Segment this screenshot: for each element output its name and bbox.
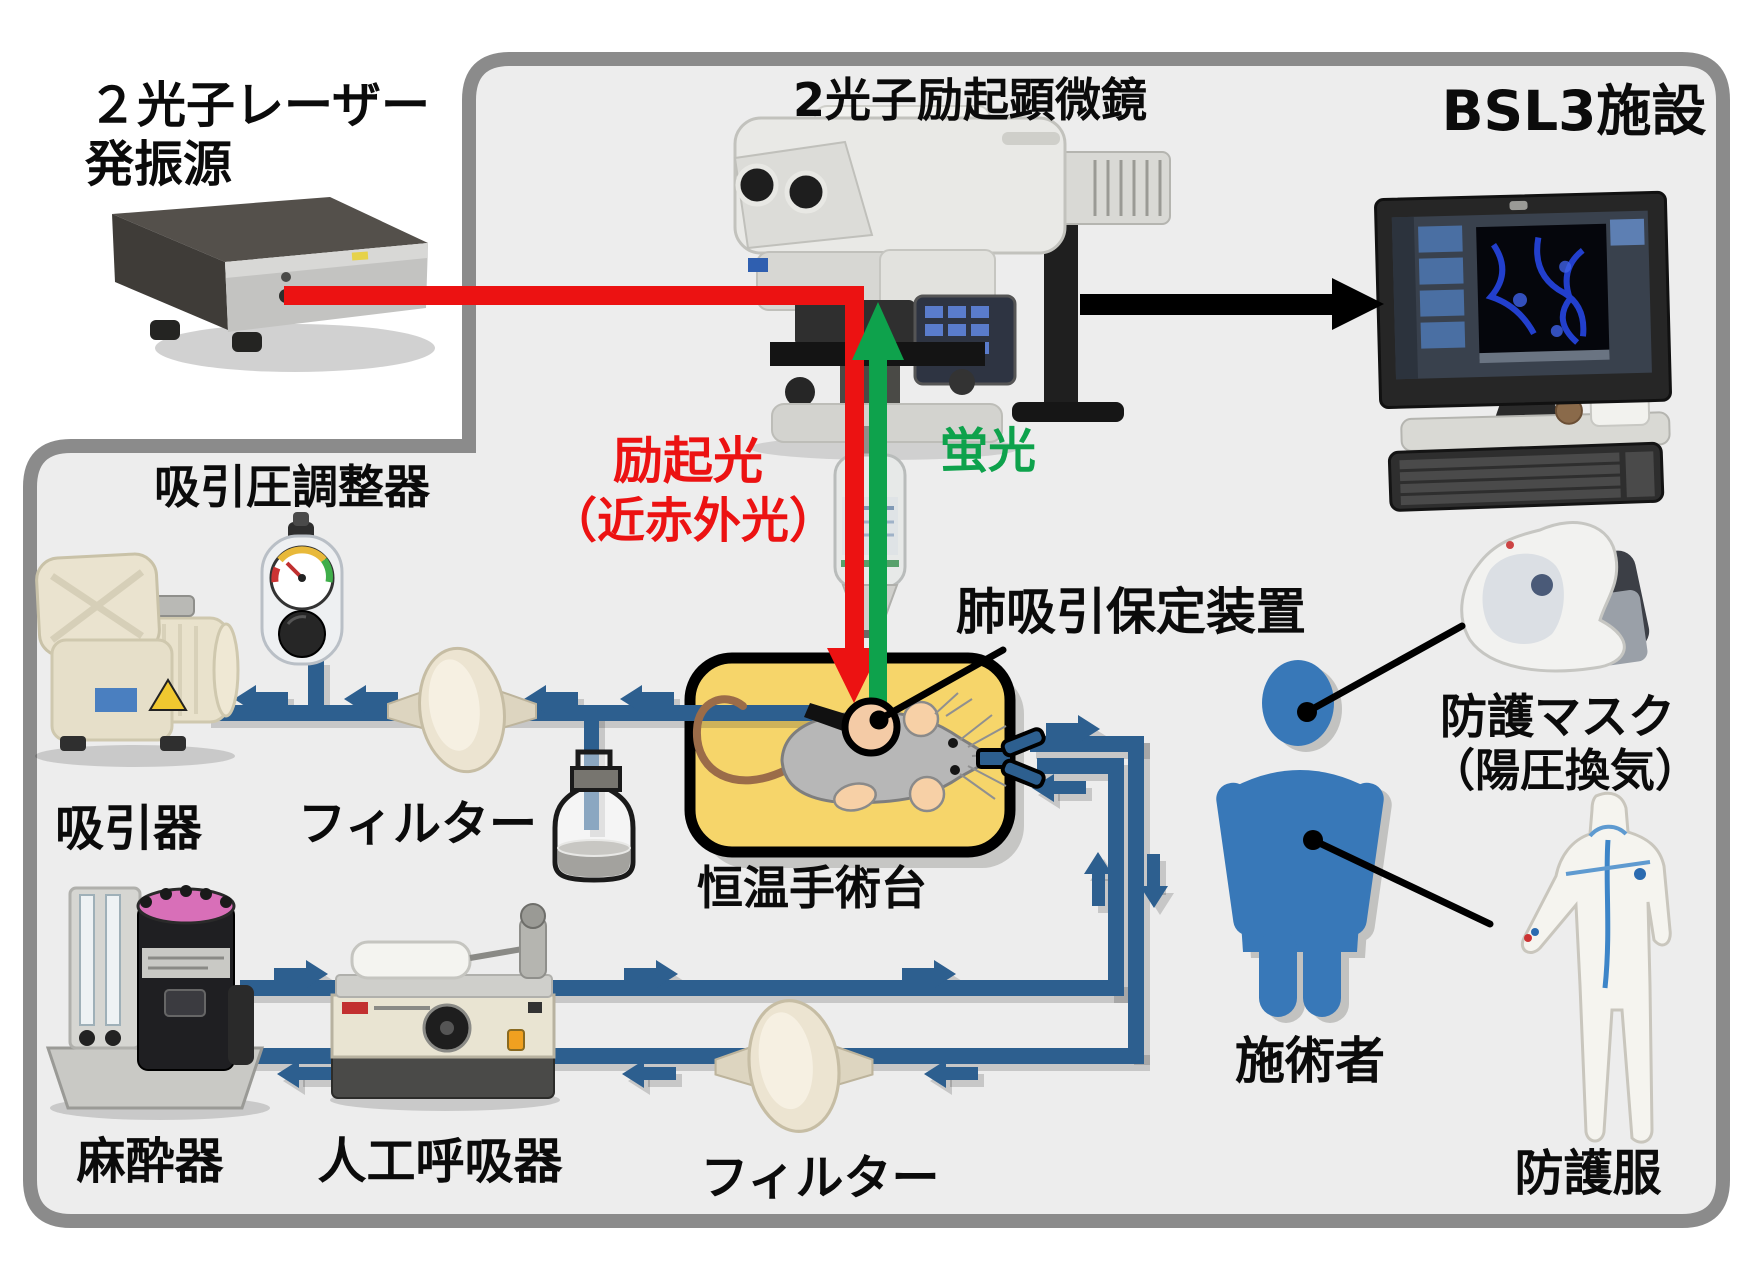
pointer-dot-head xyxy=(1297,702,1317,722)
excitation-label-line2: （近赤外光） xyxy=(549,493,837,549)
anesthesia-label: 麻酔器 xyxy=(76,1133,224,1190)
anesthesia-photo xyxy=(45,885,270,1120)
ventilator-label: 人工呼吸器 xyxy=(317,1133,563,1190)
suction-filter-label: フィルター xyxy=(298,796,537,852)
keyboard-photo xyxy=(1387,441,1665,512)
microscope-label: 2光子励起顕微鏡 xyxy=(793,73,1147,127)
pointer-line-mask xyxy=(1303,622,1466,716)
protective-mask-photo xyxy=(1460,521,1650,673)
laser-photo xyxy=(112,197,435,372)
fluorescence-beam-arrow xyxy=(852,302,904,716)
pointer-line-lung-device xyxy=(878,646,1007,722)
ventilator-photo xyxy=(330,903,560,1111)
chest-window xyxy=(841,697,901,757)
breathing-filter-label: フィルター xyxy=(700,1150,939,1206)
pointer-dot-chest xyxy=(1303,830,1323,850)
nose-y-connector xyxy=(976,727,1046,789)
pointer-lines xyxy=(878,622,1494,928)
pointer-line-suit xyxy=(1309,836,1494,928)
facility-label: BSL3施設 xyxy=(1442,79,1707,143)
excitation-beam-arrow xyxy=(284,286,881,703)
laser-label-line2: 発振源 xyxy=(85,136,232,193)
data-transfer-arrow xyxy=(1080,278,1384,330)
pressure-regulator-photo xyxy=(260,512,344,666)
excitation-label-line1: 励起光 xyxy=(613,432,763,490)
mask-label-line1: 防護マスク xyxy=(1440,690,1675,745)
regulator-label: 吸引圧調整器 xyxy=(154,460,431,514)
chest-suction-connector xyxy=(804,703,849,731)
fluorescence-label: 蛍光 xyxy=(940,423,1036,479)
aspirator-label: 吸引器 xyxy=(55,800,203,857)
mouse-illustration xyxy=(692,692,1013,813)
aspirator-photo xyxy=(35,552,240,767)
protective-suit-photo xyxy=(1521,791,1672,1144)
laser-label-line1: ２光子レーザー xyxy=(88,77,430,134)
operating-table-label: 恒温手術台 xyxy=(697,861,927,915)
operator-label: 施術者 xyxy=(1235,1032,1385,1090)
suit-label: 防護服 xyxy=(1514,1145,1661,1202)
lung-stabilizer-label: 肺吸引保定装置 xyxy=(956,583,1306,641)
mask-label-line2: （陽圧換気） xyxy=(1430,744,1700,797)
trap-bottle-icon xyxy=(552,749,636,883)
